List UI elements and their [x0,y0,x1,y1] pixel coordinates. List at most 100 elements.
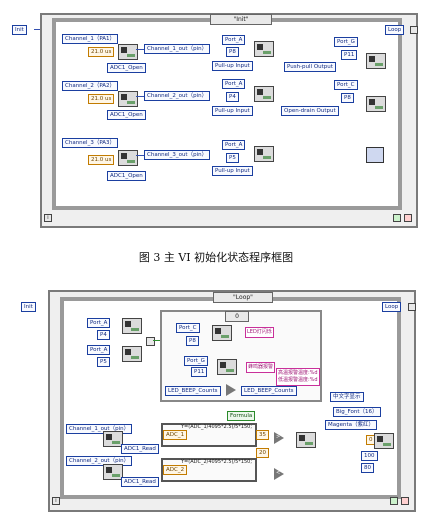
port-group-3-pin[interactable]: P5 [226,153,239,163]
alarm-text-box: 高温报警温度:%d 低温报警温度:%d [276,368,320,386]
adc-open-subvi-2[interactable] [118,91,138,107]
led-blink-label: LED灯闪烁 [245,327,274,338]
right-port-1-subvi[interactable] [366,53,386,69]
channel-2-constant[interactable]: Channel_2（PA2） [62,81,119,91]
constant-a[interactable]: 35 [256,430,269,440]
channel-2-out-ref[interactable]: Channel_2_out（pin） [66,456,133,466]
port-group-3-subvi[interactable] [254,146,274,162]
right-port-1-mode[interactable]: Push-pull Output [284,62,336,72]
left-port-2-pin[interactable]: P5 [97,357,110,367]
loop-tag[interactable]: Loop [385,25,405,35]
adc-open-1-label: ADC1_Open [107,63,146,73]
port-group-1-pin[interactable]: P8 [226,47,239,57]
init-tag[interactable]: Init [12,25,27,35]
right-port-2-subvi[interactable] [366,96,386,112]
stop-terminal-1[interactable] [393,214,401,222]
buzzer-alarm-label: 蜂鸣器报警 [246,362,276,373]
channel-3-out-node[interactable]: Channel_3_out（pin） [144,150,211,160]
figure-caption: 图 3 主 VI 初始化状态程序框图 [138,251,294,264]
left-port-1-subvi[interactable] [122,318,142,334]
adc-open-subvi-3[interactable] [118,150,138,166]
inner-port-2-pin[interactable]: P11 [191,367,208,377]
init-wire [34,29,40,30]
constant-b[interactable]: 20 [256,448,269,458]
stop-icon-2[interactable] [401,497,409,505]
compare-greater [274,432,284,444]
inner-port-1-pin[interactable]: P8 [186,336,199,346]
increment-node [226,384,236,396]
inner-port-1-subvi[interactable] [212,325,232,341]
shift-register-right-2 [408,303,416,311]
adc-read-2-label: ADC1_Read [121,477,159,487]
delay-2-constant[interactable]: 21.0 us [88,94,115,104]
led-beep-counts-in[interactable]: LED_BEEP_Counts [165,386,221,396]
adc-read-1-label: ADC1_Read [121,444,159,454]
port-group-2-pin[interactable]: P4 [226,92,239,102]
wire-row2 [136,96,144,97]
adc-read-subvi-2[interactable] [103,464,123,480]
left-port-1-pin[interactable]: P4 [97,330,110,340]
left-port-1-port[interactable]: Port_A [87,318,111,328]
constant-c[interactable]: 100 [361,451,378,461]
compare-greater-symbol: > [276,434,281,440]
formula-2-input: ADC_2 [163,465,188,475]
channel-3-constant[interactable]: Channel_3（PA3） [62,138,119,148]
left-port-2-port[interactable]: Port_A [87,345,111,355]
right-port-1-pin[interactable]: P11 [341,50,358,60]
formula-2-expression: Y=(ADC_2/4095*2.5)/5*150; [181,459,253,465]
right-port-2-port[interactable]: Port_C [334,80,358,90]
port-group-3-mode[interactable]: Pull-up Input [212,166,253,176]
port-group-3-port[interactable]: Port_A [222,140,246,150]
inner-case-selector[interactable]: 0 [225,311,249,322]
iteration-terminal-1: i [44,214,52,222]
stop-terminal-2[interactable] [390,497,398,505]
right-port-1-port[interactable]: Port_G [334,37,358,47]
channel-1-constant[interactable]: Channel_1（PA1） [62,34,119,44]
constant-d[interactable]: 80 [361,463,374,473]
alarm-text-high: 高温报警温度:%d [278,370,318,376]
stop-icon-1[interactable] [404,214,412,222]
color-constant[interactable]: Magenta（紫红） [325,420,378,430]
channel-2-out-node[interactable]: Channel_2_out（pin） [144,91,211,101]
display-title[interactable]: 中文字显示 [330,392,364,402]
adc-read-subvi-1[interactable] [103,431,123,447]
wire-and-out [153,340,161,341]
port-group-2-subvi[interactable] [254,86,274,102]
lcd-display-subvi[interactable] [374,433,394,449]
channel-1-out-ref[interactable]: Channel_1_out（pin） [66,424,133,434]
right-port-2-mode[interactable]: Open-drain Output [281,106,339,116]
inner-port-1-port[interactable]: Port_C [176,323,200,333]
port-group-2-mode[interactable]: Pull-up Input [212,106,253,116]
iteration-terminal-2: i [52,497,60,505]
font-constant[interactable]: Big_Font（16） [333,407,381,417]
case-selector-2[interactable]: "Loop" [213,292,273,303]
inner-port-2-port[interactable]: Port_G [184,356,208,366]
wire-row3 [136,155,144,156]
channel-1-out-node[interactable]: Channel_1_out（pin） [144,44,211,54]
or-gate-subvi[interactable] [296,432,316,448]
formula-1-expression: Y=(ADC_1/4095*2.5)/5*150; [181,424,253,430]
adc-open-3-label: ADC1_Open [107,171,146,181]
display-icon [366,147,384,163]
delay-3-constant[interactable]: 21.0 us [88,155,115,165]
left-port-2-subvi[interactable] [122,346,142,362]
loop-tag-2[interactable]: Loop [382,302,402,312]
compare-less-symbol: < [276,470,281,476]
inner-port-2-subvi[interactable] [217,359,237,375]
port-group-1-mode[interactable]: Pull-up Input [212,61,253,71]
port-group-1-subvi[interactable] [254,41,274,57]
shift-register-right [410,26,418,34]
right-port-2-pin[interactable]: P8 [341,93,354,103]
adc-open-subvi-1[interactable] [118,44,138,60]
init-tag-2[interactable]: Init [21,302,36,312]
formula-1-input: ADC_1 [163,430,188,440]
compare-less [274,468,284,480]
alarm-text-low: 低温报警温度:%d [278,377,318,383]
and-gate [146,337,155,346]
case-selector[interactable]: "Init" [210,14,272,25]
delay-1-constant[interactable]: 21.0 us [88,47,115,57]
port-group-2-port[interactable]: Port_A [222,79,246,89]
wire-row1 [136,49,144,50]
led-beep-counts-out[interactable]: LED_BEEP_Counts [241,386,297,396]
port-group-1-port[interactable]: Port_A [222,35,246,45]
